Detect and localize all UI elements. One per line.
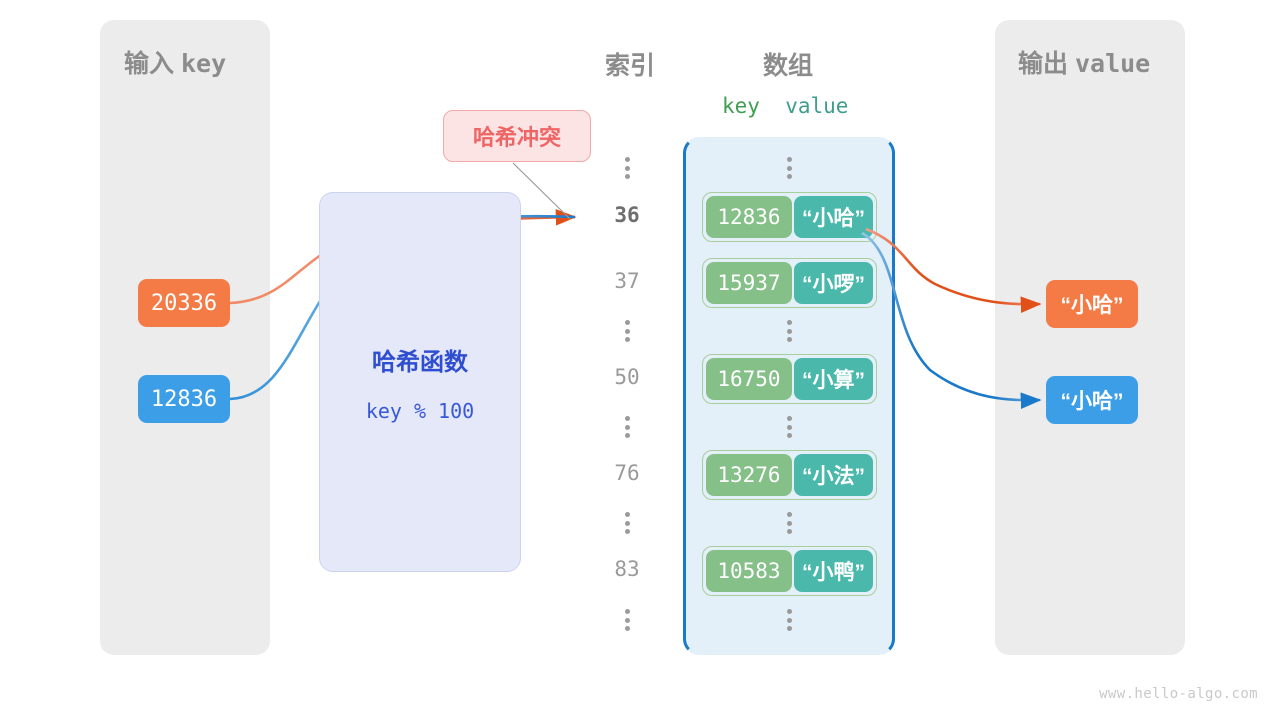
bucket-value-36: “小哈” xyxy=(793,196,873,238)
index-ellipsis xyxy=(597,320,657,342)
watermark: www.hello-algo.com xyxy=(1099,686,1258,702)
bucket-value-37: “小啰” xyxy=(793,262,873,304)
array-ellipsis xyxy=(760,320,820,342)
array-kv-header: key value xyxy=(722,94,848,118)
bucket-50: 16750“小算” xyxy=(702,354,877,404)
bucket-value-50: “小算” xyxy=(793,358,873,400)
index-label-83: 83 xyxy=(614,557,640,581)
index-label-37: 37 xyxy=(614,269,640,293)
hash-function-name: 哈希函数 xyxy=(372,348,468,376)
bucket-key-36: 12836 xyxy=(706,196,792,238)
input-key-chip-12836: 12836 xyxy=(138,375,230,423)
bucket-value-76: “小法” xyxy=(793,454,873,496)
bucket-value-83: “小鸭” xyxy=(793,550,873,592)
input-panel-title: 输入 key xyxy=(124,44,226,80)
index-label-50: 50 xyxy=(614,365,640,389)
output-panel-title-mono: value xyxy=(1074,49,1151,78)
index-label-36: 36 xyxy=(614,203,640,227)
input-panel-title-cn: 输入 xyxy=(124,50,175,78)
array-ellipsis xyxy=(760,416,820,438)
key-header-label: key xyxy=(722,94,760,118)
bucket-76: 13276“小法” xyxy=(702,450,877,500)
output-value-chip-1: “小哈” xyxy=(1046,376,1138,424)
bucket-key-83: 10583 xyxy=(706,550,792,592)
bucket-key-76: 13276 xyxy=(706,454,792,496)
array-ellipsis xyxy=(760,609,820,631)
hash-function-expression: key % 100 xyxy=(365,398,475,423)
index-ellipsis xyxy=(597,609,657,631)
array-ellipsis xyxy=(760,512,820,534)
output-panel-title: 输出 value xyxy=(1018,44,1150,80)
array-ellipsis xyxy=(760,157,820,179)
hash-function-box: 哈希函数 key % 100 xyxy=(319,192,521,572)
bucket-key-50: 16750 xyxy=(706,358,792,400)
array-column-title: 数组 xyxy=(762,52,813,80)
index-ellipsis xyxy=(597,512,657,534)
bucket-key-37: 15937 xyxy=(706,262,792,304)
index-column-title: 索引 xyxy=(604,52,655,80)
index-label-76: 76 xyxy=(614,461,640,485)
output-value-chip-0: “小哈” xyxy=(1046,280,1138,328)
index-ellipsis xyxy=(597,416,657,438)
curve-output-blue xyxy=(861,231,1042,409)
bucket-36: 12836“小哈” xyxy=(702,192,877,242)
curve-output-orange xyxy=(865,227,1042,313)
collision-leader-line xyxy=(512,162,571,220)
collision-badge: 哈希冲突 xyxy=(443,110,591,162)
input-panel xyxy=(100,20,270,655)
input-panel-title-mono: key xyxy=(180,49,227,78)
value-header-label: value xyxy=(785,94,849,118)
index-ellipsis xyxy=(597,157,657,179)
output-panel xyxy=(995,20,1185,655)
bucket-83: 10583“小鸭” xyxy=(702,546,877,596)
output-panel-title-cn: 输出 xyxy=(1018,50,1069,78)
input-key-chip-20336: 20336 xyxy=(138,279,230,327)
bucket-37: 15937“小啰” xyxy=(702,258,877,308)
